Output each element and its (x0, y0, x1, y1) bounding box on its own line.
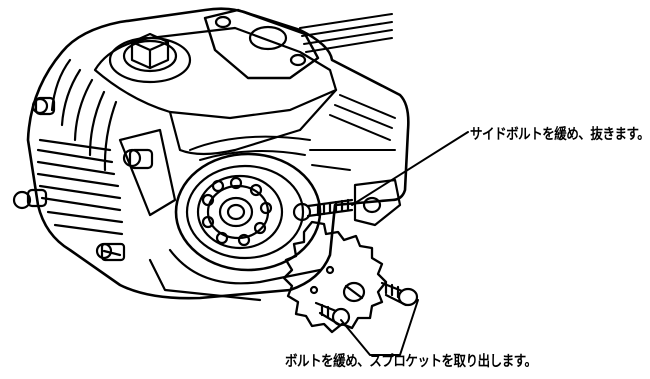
leader-lines (340, 131, 469, 356)
engine-body (26, 7, 410, 300)
side-cover (189, 94, 396, 171)
cable-bundle (299, 13, 393, 53)
cooling-fins (36, 58, 177, 236)
side-bolt (292, 178, 402, 227)
sprocket-removal-instruction: ボルトを緩め、スプロケットを取り出します。 (285, 354, 537, 370)
side-bolt-instruction: サイドボルトを緩め、抜きます。 (470, 127, 650, 143)
sprocket (282, 220, 388, 334)
sprocket-bolts (314, 281, 419, 327)
studs (12, 96, 154, 262)
bearing-housing (148, 152, 322, 302)
